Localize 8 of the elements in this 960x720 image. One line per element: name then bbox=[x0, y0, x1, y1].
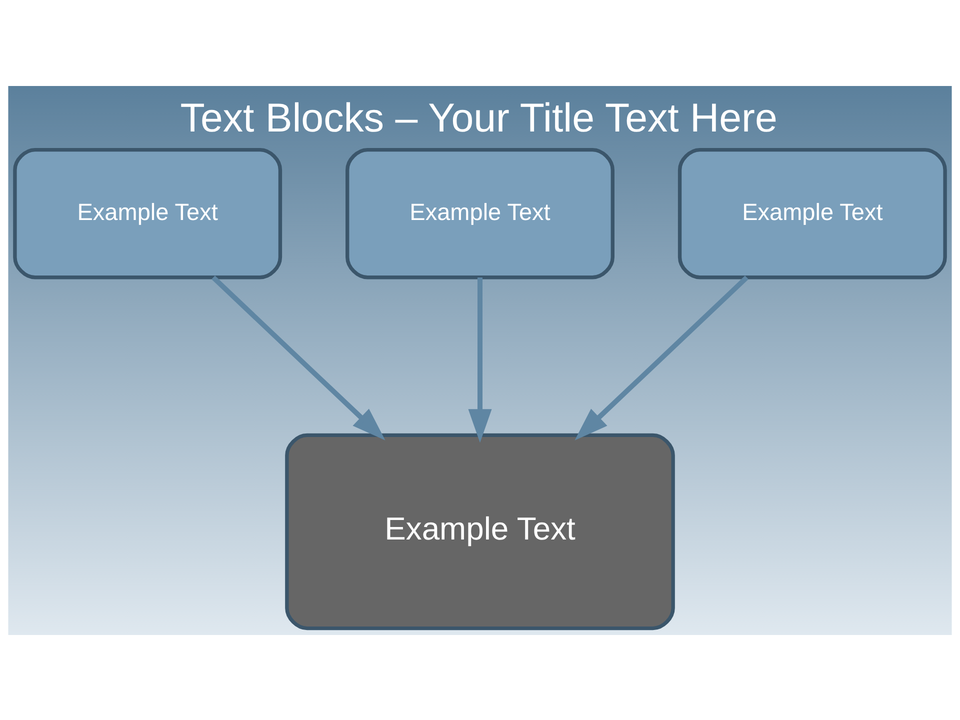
node-box: Example Text bbox=[678, 147, 947, 279]
diagram-title: Text Blocks – Your Title Text Here bbox=[180, 95, 778, 140]
node-box: Example Text bbox=[285, 432, 675, 630]
arrow bbox=[468, 276, 492, 442]
node-box: Example Text bbox=[346, 147, 614, 279]
arrow bbox=[574, 275, 748, 440]
node-box: Example Text bbox=[13, 147, 282, 279]
arrow bbox=[212, 275, 386, 440]
